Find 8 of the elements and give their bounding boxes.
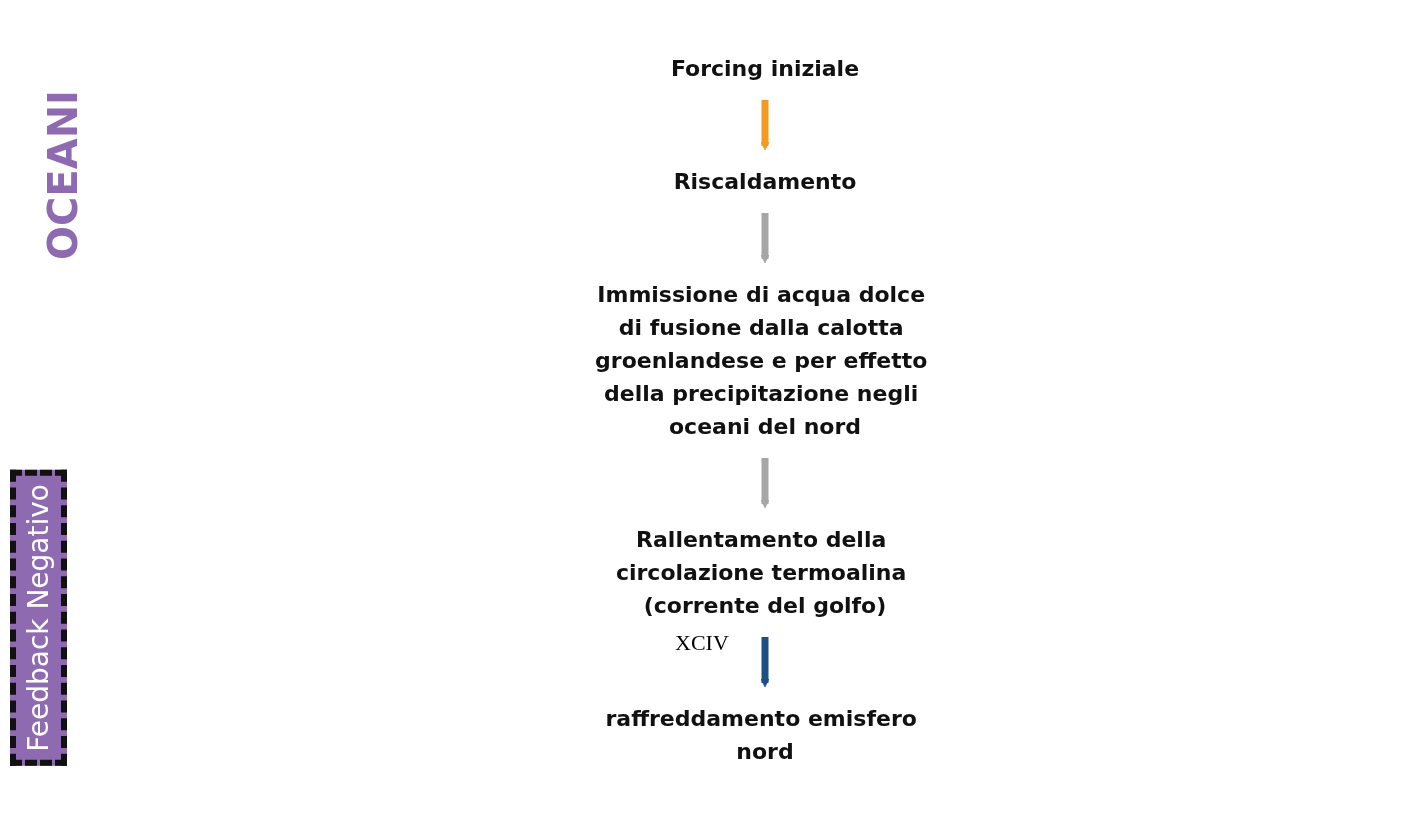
node-text: Forcing iniziale bbox=[670, 56, 860, 81]
side-heading: OCEANI bbox=[40, 90, 86, 260]
node-text: Riscaldamento bbox=[673, 169, 857, 194]
node-text: Rallentamento della circolazione termoalina (corrente del golfo) bbox=[615, 527, 907, 618]
feedback-band: Feedback Negativo bbox=[10, 470, 67, 766]
page-number: XCIV bbox=[675, 630, 729, 656]
node-text: Immissione di acqua dolce di fusione dalla calotta groenlandese e per effetto della precipitazione negli oceani del nord bbox=[595, 282, 928, 439]
node-text: raffreddamento emisfero nord bbox=[605, 706, 917, 764]
